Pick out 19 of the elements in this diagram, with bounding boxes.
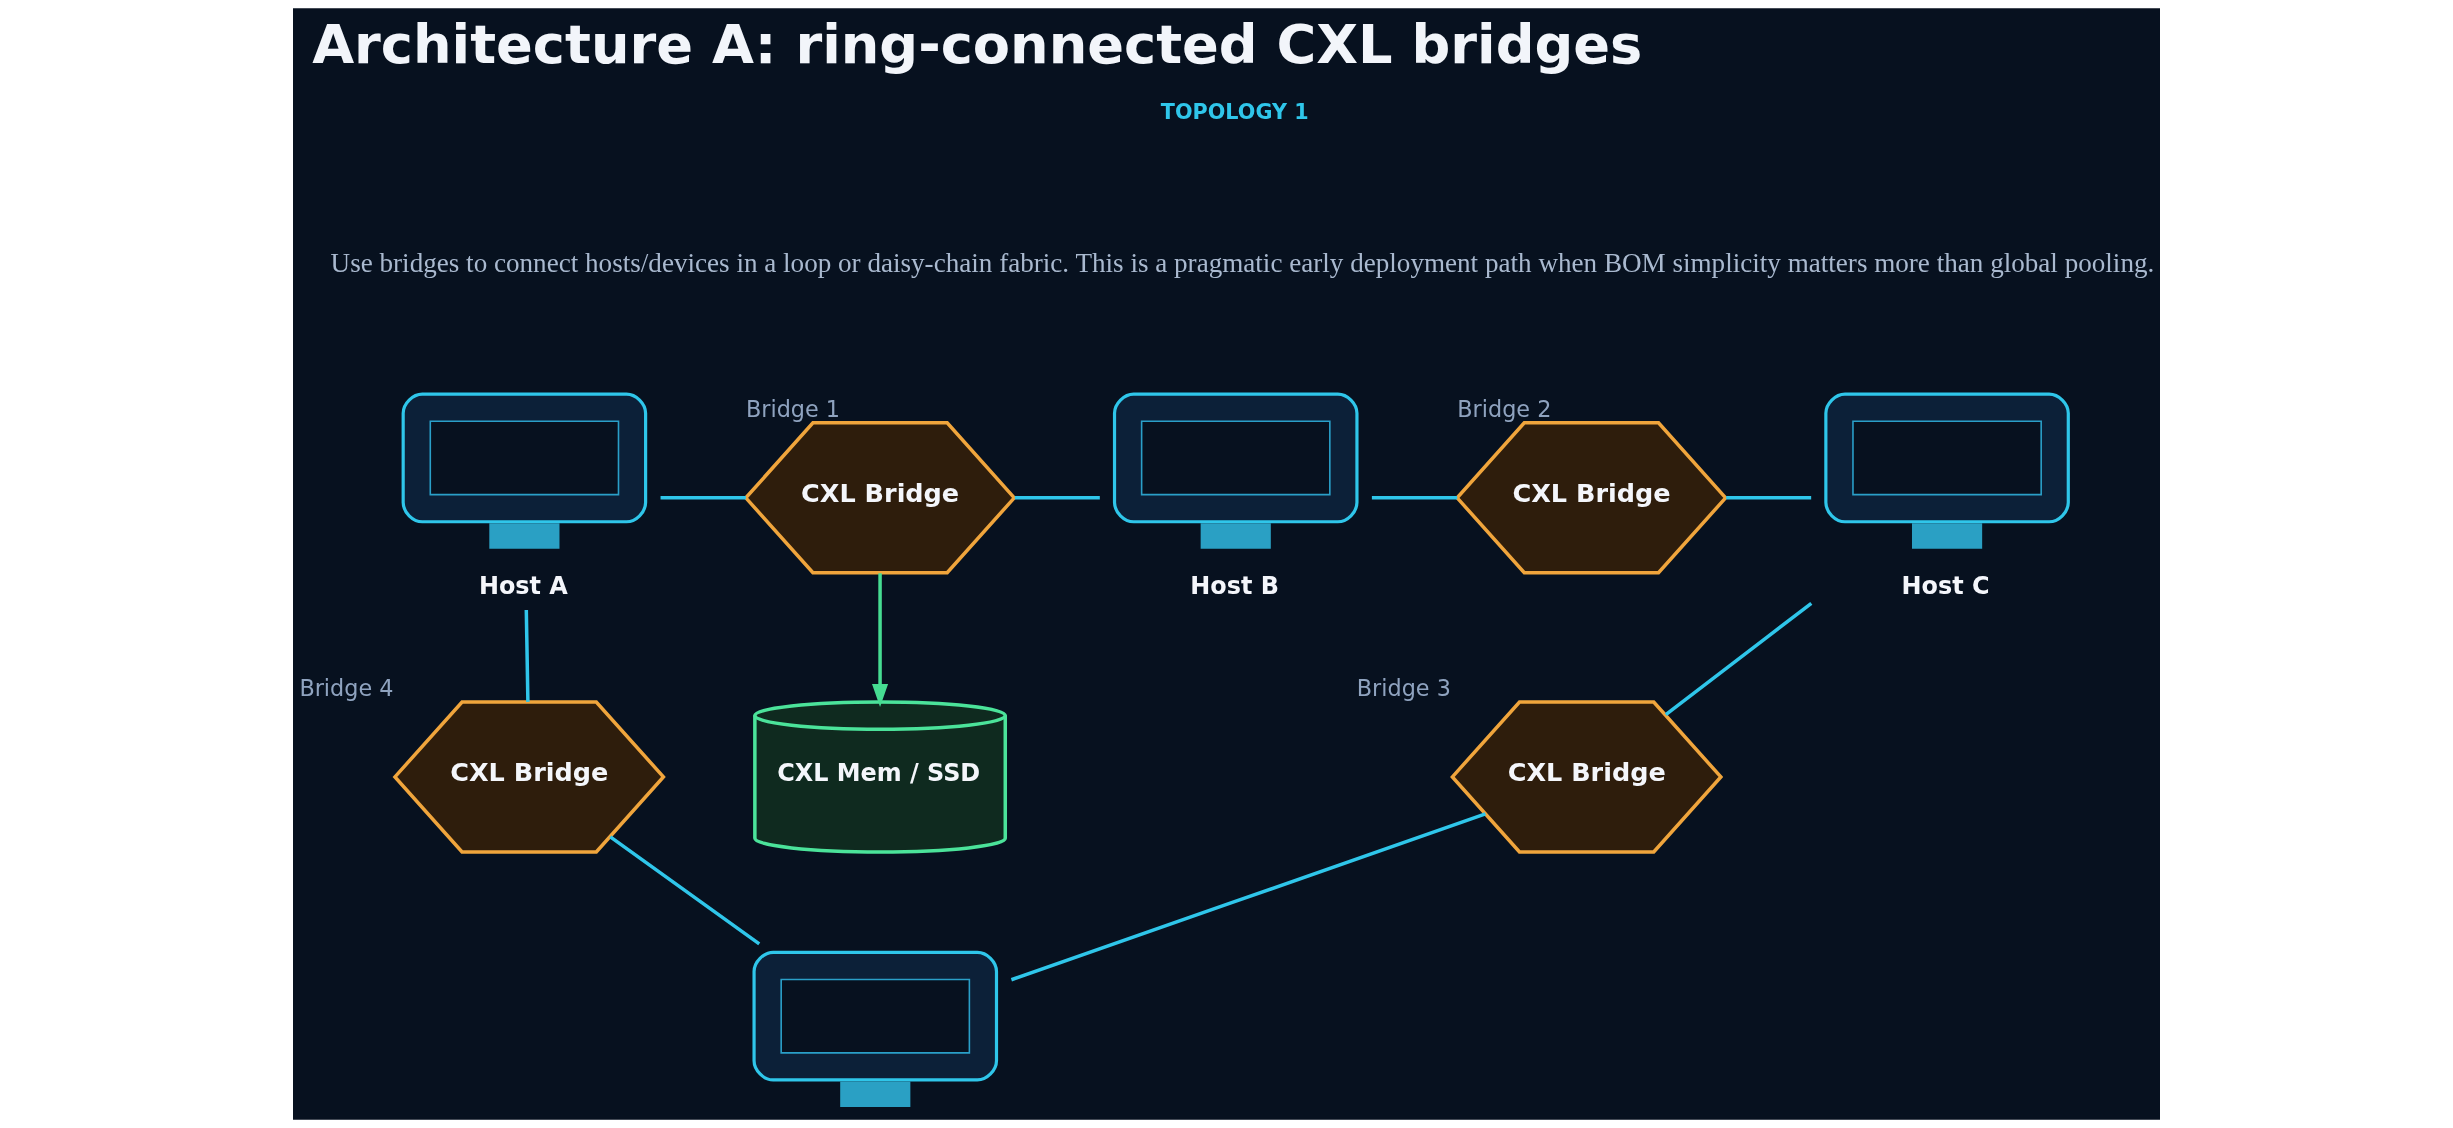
connector <box>1010 812 1487 982</box>
connector <box>1726 496 1812 500</box>
connector <box>609 835 761 946</box>
node-label: Host B <box>1190 571 1279 600</box>
label: Use bridges to connect hosts/devices in a loop or daisy-chain fabric. This is a pragmatic early deployment path when BOM simplicity matters more than global pooling. <box>330 247 2155 278</box>
connector <box>1664 601 1813 717</box>
node-label: Bridge 3 <box>1356 674 1451 701</box>
connector <box>1371 496 1458 500</box>
node-label: Bridge 1 <box>745 395 840 422</box>
node-label: Bridge 4 <box>299 674 394 701</box>
connector <box>1014 496 1100 500</box>
arrow <box>872 573 889 707</box>
diagram-title: Architecture A: ring-connected CXL bridges <box>312 12 1643 76</box>
label: TOPOLOGY 1 <box>1160 99 1309 124</box>
connector <box>524 610 530 702</box>
connector <box>660 496 746 500</box>
node-label: Bridge 2 <box>1457 395 1552 422</box>
node-label: Host A <box>478 571 568 600</box>
node-label: Host C <box>1901 571 1990 600</box>
